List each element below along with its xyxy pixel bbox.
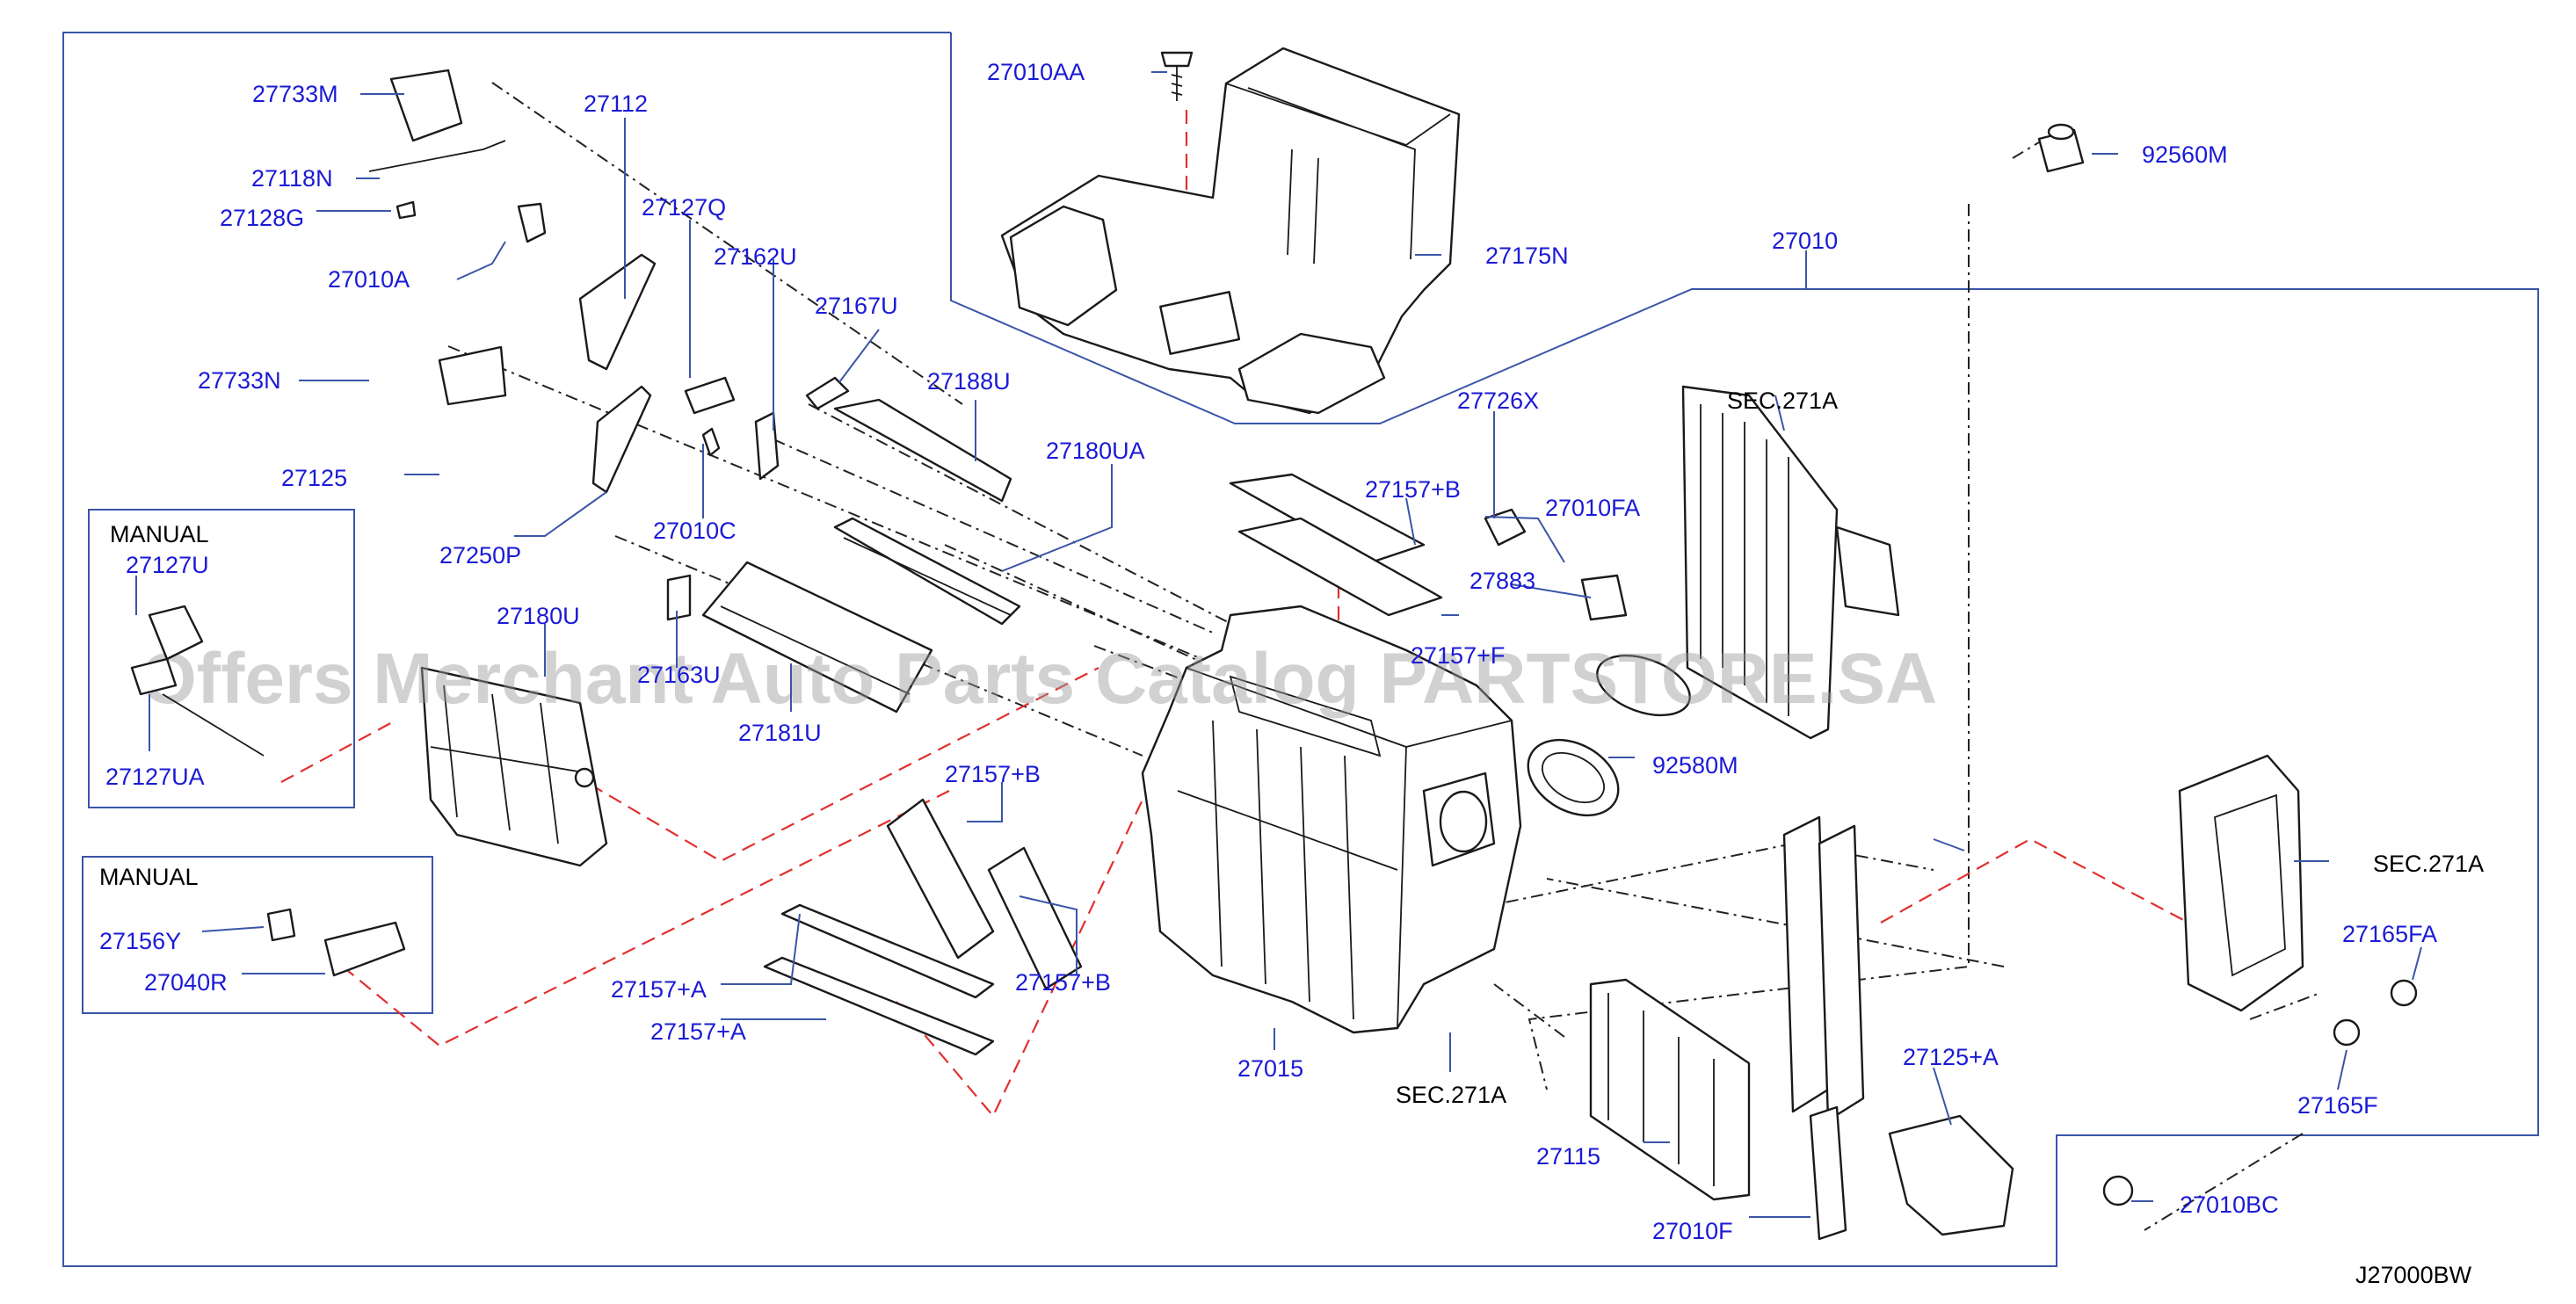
label-27127ua: 27127UA: [105, 764, 205, 790]
label-sec271a-top: SEC.271A: [1727, 388, 1838, 414]
label-27157b-3: 27157+B: [1015, 969, 1111, 996]
inset-1-title: MANUAL: [110, 521, 209, 547]
diagram-code: J27000BW: [2355, 1262, 2472, 1288]
evaporator: [1681, 385, 1900, 740]
label-27010a: 27010A: [328, 266, 410, 293]
intake-duct-27175n: [1000, 47, 1461, 415]
label-27125: 27125: [281, 465, 347, 491]
leader-lines: [135, 71, 2422, 1218]
label-27010bc: 27010BC: [2180, 1192, 2279, 1218]
manual-inset-2: [82, 856, 433, 1014]
label-27118n: 27118N: [251, 165, 333, 192]
label-27726x: 27726X: [1457, 388, 1539, 414]
watermark: Offers Merchant Auto Parts Catalog PARTS…: [141, 639, 1937, 719]
assembly-lines: [447, 82, 2321, 1231]
label-27163u: 27163U: [637, 662, 721, 688]
label-27165f: 27165F: [2297, 1092, 2378, 1119]
label-27733n: 27733N: [198, 367, 281, 394]
label-27167u: 27167U: [815, 293, 898, 319]
label-27157b-2: 27157+B: [945, 761, 1041, 787]
door-27181u: [701, 561, 933, 714]
label-27180ua: 27180UA: [1046, 438, 1145, 464]
sensor-27726x: [1484, 508, 1628, 621]
door-27180ua: [833, 517, 1021, 626]
inset-1-parts: [130, 605, 265, 757]
label-27125a: 27125+A: [1903, 1044, 1999, 1070]
filter-seals-27157: [763, 473, 1443, 1056]
inset-2-title: MANUAL: [99, 864, 199, 890]
label-27112: 27112: [584, 91, 648, 117]
label-27180u: 27180U: [497, 603, 580, 629]
label-27188u: 27188U: [927, 368, 1011, 395]
label-92560m: 92560M: [2142, 141, 2228, 168]
label-27165fa: 27165FA: [2342, 921, 2437, 947]
part-labels: 27733M 27118N 27128G 27010A 27733N 27125…: [99, 59, 2484, 1244]
label-27157b-1: 27157+B: [1365, 476, 1461, 503]
door-27188u: [833, 398, 1012, 503]
label-sec271a-bottom: SEC.271A: [1396, 1082, 1506, 1108]
label-sec271a-right: SEC.271A: [2373, 851, 2484, 877]
label-27181u: 27181U: [738, 720, 822, 746]
label-27127q: 27127Q: [642, 194, 726, 221]
label-27040r: 27040R: [144, 969, 228, 996]
label-27157a-2: 27157+A: [650, 1018, 746, 1045]
label-27128g: 27128G: [220, 205, 304, 231]
manual-inset-1: [88, 509, 355, 808]
label-27010: 27010: [1772, 228, 1838, 254]
diagram-frame: [62, 32, 2539, 1267]
screw-27010aa: [1160, 51, 1194, 101]
bracket-27010f: [1809, 1105, 1847, 1241]
side-cover: [2178, 754, 2304, 1012]
label-92580m: 92580M: [1652, 752, 1738, 779]
heater-case-27015: [1141, 605, 1522, 1034]
label-27157a-1: 27157+A: [611, 976, 707, 1003]
label-27010fa: 27010FA: [1545, 495, 1640, 521]
label-27162u: 27162U: [714, 243, 797, 270]
label-27733m: 27733M: [252, 81, 338, 107]
label-27883: 27883: [1469, 568, 1535, 594]
cover-27125a: [1888, 1114, 2014, 1236]
heater-core-27115: [1589, 815, 1865, 1201]
label-27010f: 27010F: [1652, 1218, 1733, 1244]
inset-2-parts: [266, 908, 406, 977]
duct-ring-92580m: [1527, 654, 1691, 817]
label-27015: 27015: [1237, 1055, 1303, 1082]
label-27127u: 27127U: [126, 552, 209, 578]
screws-27165: [2102, 979, 2418, 1206]
label-27115: 27115: [1536, 1143, 1600, 1170]
label-27250p: 27250P: [439, 542, 521, 569]
door-27180u: [420, 666, 608, 867]
links-and-levers: [368, 69, 850, 621]
label-27157f: 27157+F: [1411, 642, 1505, 669]
label-27175n: 27175N: [1485, 243, 1569, 269]
label-27156y: 27156Y: [99, 928, 181, 954]
label-27010aa: 27010AA: [987, 59, 1085, 85]
label-27010c: 27010C: [653, 518, 737, 544]
clip-92560m: [2037, 123, 2085, 173]
